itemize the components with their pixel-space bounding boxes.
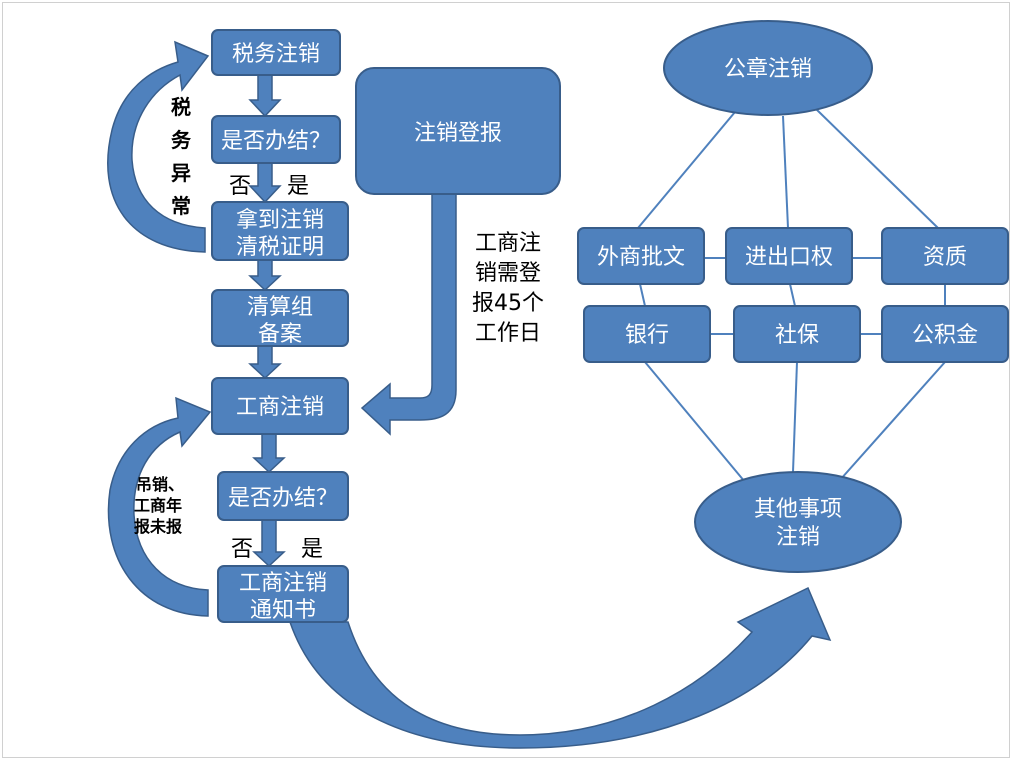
newspaper-note: 工商注 销需登 报45个 工作日: [472, 231, 544, 346]
item-import-export-right: 进出口权: [745, 245, 833, 270]
down-arrows: [248, 74, 286, 568]
connector-lines: [637, 107, 946, 483]
item-qualification: 资质: [923, 245, 967, 270]
step-tax-cancel: 税务注销: [211, 29, 341, 76]
label-line: 工商年: [134, 496, 182, 515]
note-line: 销需登: [475, 261, 541, 286]
step-label: 注销: [776, 525, 820, 550]
step-label: 清算组: [247, 295, 313, 320]
step-label: 是否办结？: [221, 129, 331, 154]
notice-to-other-arrow: [288, 586, 832, 749]
other-items-ellipse: 其他事项 注销: [694, 471, 902, 573]
step-label: 工商注销: [239, 571, 327, 596]
step-label: 其他事项: [754, 497, 842, 522]
step-label: 备案: [258, 322, 302, 347]
newspaper-announcement-box: 注销登报: [355, 67, 561, 195]
label-char: 税: [171, 95, 191, 119]
tax-abnormal-loop-arrow: [107, 40, 210, 253]
step-done-question-2: 是否办结？: [217, 471, 349, 521]
yes-label: 是: [301, 537, 323, 562]
label-line: 吊销、: [136, 475, 184, 494]
revoked-loop-arrow: [107, 396, 212, 617]
note-line: 工商注: [475, 231, 541, 256]
step-biz-notice: 工商注销 通知书: [217, 565, 349, 623]
yes-label: 是: [287, 174, 309, 199]
step-tax-certificate: 拿到注销 清税证明: [211, 201, 349, 261]
tax-abnormal-label: 税 务 异 常: [171, 95, 192, 218]
step-done-question-1: 是否办结？: [211, 115, 341, 164]
label-line: 报未报: [134, 517, 182, 536]
note-line: 工作日: [475, 321, 541, 346]
no-label: 否: [229, 174, 251, 199]
item-social-security: 社保: [775, 323, 819, 348]
revoked-label: 吊销、 工商年 报未报: [134, 475, 184, 536]
newspaper-to-biz-arrow: [360, 193, 457, 436]
row1-boxes: 外商批文 进出口权 资质: [577, 227, 1009, 285]
item-bank: 银行: [625, 323, 669, 348]
seal-cancel-ellipse: 公章注销: [663, 20, 873, 116]
step-label: 税务注销: [232, 42, 320, 67]
step-liquidation: 清算组 备案: [211, 289, 349, 347]
row2-boxes: 银行 社保 公积金: [583, 305, 1009, 363]
no-label: 否: [231, 537, 253, 562]
step-label: 工商注销: [236, 395, 324, 420]
step-label: 通知书: [250, 598, 316, 623]
label-char: 常: [171, 194, 191, 218]
step-label: 公章注销: [724, 57, 812, 82]
item-foreign-approval: 外商批文: [597, 245, 685, 270]
step-label: 清税证明: [236, 235, 324, 260]
step-label: 拿到注销: [236, 207, 324, 233]
step-label: 注销登报: [414, 121, 502, 146]
item-housing-fund: 公积金: [912, 323, 978, 348]
note-line: 报45个: [472, 291, 544, 316]
step-label: 是否办结？: [228, 486, 338, 511]
label-char: 务: [171, 128, 192, 152]
label-char: 异: [171, 161, 191, 185]
step-biz-cancel: 工商注销: [211, 377, 349, 435]
